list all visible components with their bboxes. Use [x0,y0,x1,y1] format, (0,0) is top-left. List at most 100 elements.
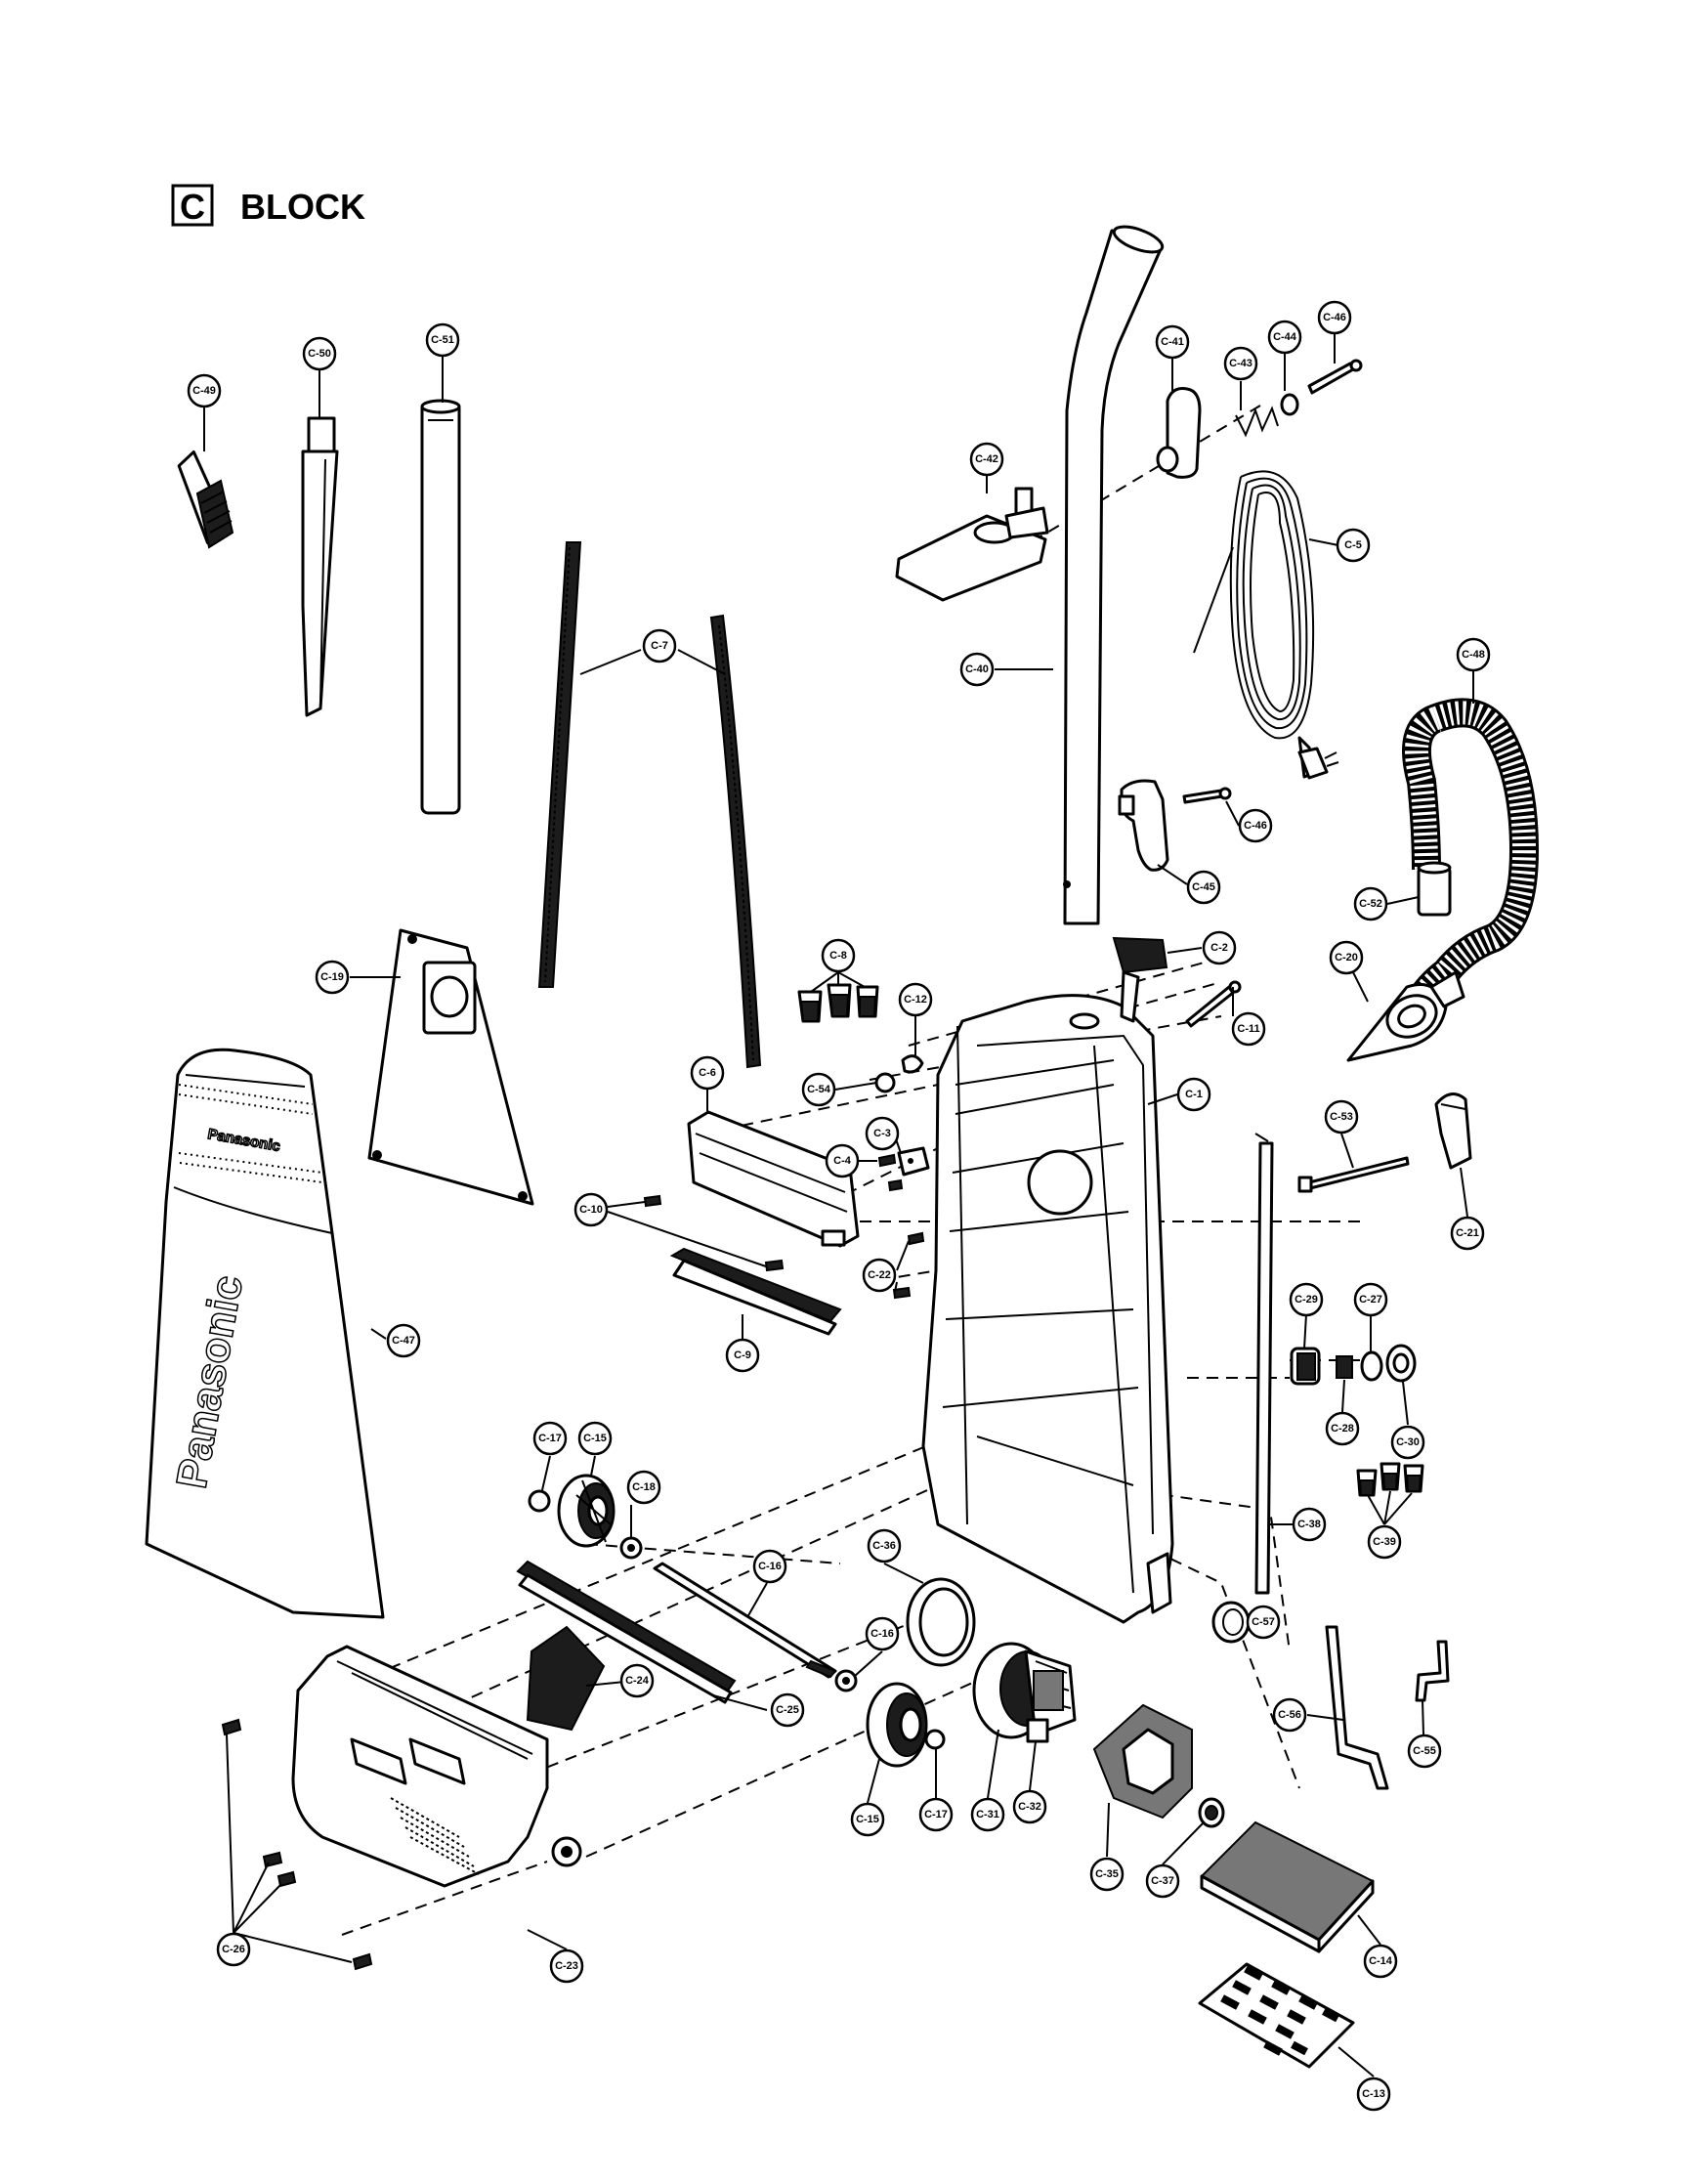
part-c-14-filter-pad [1200,1820,1375,1953]
part-c-23-bottom-housing [291,1645,582,1888]
callout-c-15-low: C-15 [850,1802,885,1837]
callout-c-15-top: C-15 [577,1421,613,1456]
callout-c-26: C-26 [216,1932,251,1967]
callout-ring [1336,528,1371,563]
callout-ring [549,1948,584,1984]
callout-label: C-28 [1331,1423,1354,1435]
callout-ring [1450,1216,1485,1251]
part-c-10-screws [643,1194,785,1272]
part-c-42-handle-bracket [895,487,1049,602]
callout-c-38: C-38 [1292,1507,1327,1542]
callout-label: C-36 [872,1540,896,1552]
callout-label: C-39 [1373,1536,1396,1548]
part-c-17-cap-low [924,1729,946,1750]
callout-label: C-47 [392,1335,415,1347]
callout-ring [865,1616,900,1651]
callout-label: C-17 [538,1433,562,1444]
callout-label: C-17 [924,1809,948,1820]
callout-c-50: C-50 [302,336,337,371]
callout-ring [959,652,995,687]
callout-c-57: C-57 [1246,1605,1281,1640]
part-c-50-crevice-tool [301,416,339,717]
callout-ring [1186,870,1221,905]
part-c-52-hose-cuff [1417,861,1452,917]
callout-label: C-50 [308,348,331,360]
callout-ring [187,373,222,408]
part-c-15-wheel-top [557,1474,616,1548]
callout-ring [302,336,337,371]
part-c-51-extension-wand [420,399,461,815]
callout-c-35: C-35 [1089,1857,1125,1892]
part-c-48-hose [1402,698,1540,1014]
part-c-29-switch-housing [1290,1347,1321,1386]
callout-c-37: C-37 [1145,1863,1180,1899]
part-c-16-axle [653,1562,837,1679]
callout-ring [1407,1734,1442,1769]
callout-c-47: C-47 [386,1323,421,1358]
callout-c-25: C-25 [770,1692,805,1728]
part-c-46-screw-mid [1182,787,1232,804]
callout-c-49: C-49 [187,373,222,408]
callout-c-45: C-45 [1186,870,1221,905]
part-c-7-side-strips [537,541,762,1069]
callout-ring [1356,2077,1391,2112]
callout-c-6: C-6 [690,1055,725,1091]
part-c-9-strip [669,1247,842,1336]
callout-label: C-53 [1330,1111,1353,1123]
callout-ring [1223,346,1258,381]
callout-c-8: C-8 [821,938,856,973]
callout-label: C-44 [1273,331,1297,343]
callout-ring [969,442,1004,477]
callout-ring [865,1116,900,1151]
callout-label: C-42 [975,453,998,465]
callout-label: C-16 [758,1561,782,1572]
callout-c-51: C-51 [425,322,460,358]
callout-c-16-low: C-16 [865,1616,900,1651]
callout-ring [1325,1411,1360,1446]
callout-ring [1353,886,1388,921]
callout-c-30: C-30 [1390,1425,1425,1460]
callout-ring [1390,1425,1425,1460]
callout-label: C-27 [1359,1294,1382,1306]
part-c-56-wire [1325,1625,1389,1790]
part-c-21-bracket [1434,1092,1472,1170]
callout-c-53: C-53 [1324,1099,1359,1135]
callout-c-23: C-23 [549,1948,584,1984]
part-c-37-knob [1198,1797,1225,1828]
part-c-5-power-cord [1193,470,1339,780]
callout-ring [862,1258,897,1293]
callout-ring [1289,1282,1324,1317]
callout-c-41: C-41 [1155,324,1190,360]
callout-c-14: C-14 [1363,1944,1398,1979]
callout-c-11: C-11 [1231,1011,1266,1047]
callout-ring [573,1192,609,1227]
part-c-54-bushing [874,1072,896,1093]
part-c-43-spring [1235,406,1279,438]
callout-c-17-top: C-17 [532,1421,568,1456]
callout-label: C-15 [856,1814,879,1825]
callout-ring [216,1932,251,1967]
callout-c-29: C-29 [1289,1282,1324,1317]
callout-label: C-48 [1462,649,1485,661]
part-c-40-handle-tube [1063,225,1165,925]
callout-ring [770,1692,805,1728]
callout-c-10: C-10 [573,1192,609,1227]
block-label: BLOCK [240,187,365,227]
callout-label: C-9 [734,1349,751,1361]
callout-label: C-40 [965,664,989,675]
callout-ring [867,1528,902,1563]
part-c-45-cord-clip [1118,779,1169,872]
callout-c-16-top: C-16 [752,1549,787,1584]
callout-c-1: C-1 [1176,1077,1211,1112]
callout-label: C-4 [833,1155,852,1167]
callout-c-55: C-55 [1407,1734,1442,1769]
callout-ring [1145,1863,1180,1899]
callout-label: C-32 [1018,1801,1041,1813]
part-c-3-bracket [897,1146,930,1177]
callout-ring [577,1421,613,1456]
part-c-53-cable-tie [1297,1156,1410,1193]
callout-c-31: C-31 [970,1797,1005,1832]
part-c-41-latch-knob [1156,387,1202,479]
callout-ring [1246,1605,1281,1640]
part-c-44-washer [1280,393,1299,416]
